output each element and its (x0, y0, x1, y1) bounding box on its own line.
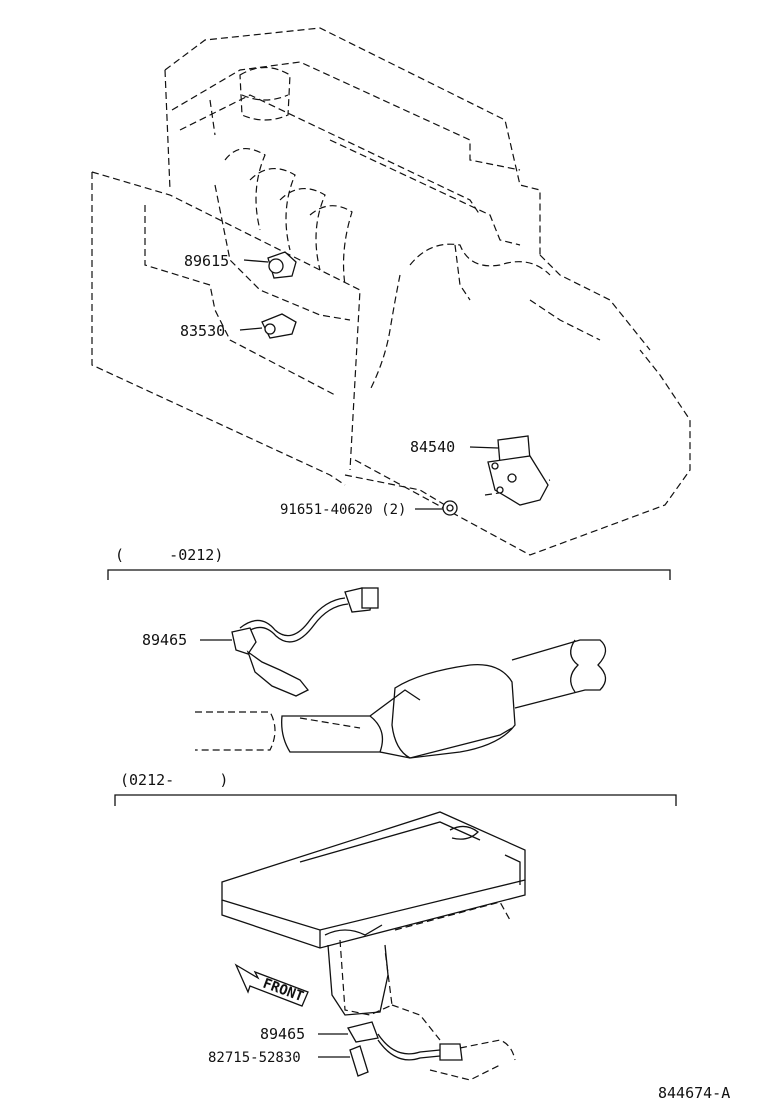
figure-id: 844674-A (658, 1084, 730, 1102)
front-arrow-icon: FRONT (234, 963, 309, 1007)
switch-83530-drawing (261, 313, 297, 339)
section-divider-1 (107, 569, 671, 580)
switch-84540-drawing (487, 435, 549, 506)
exhaust-pipe-drawing (195, 587, 607, 759)
front-label: FRONT (261, 976, 306, 1005)
nut-91651-drawing (442, 500, 458, 516)
sensor-89615-drawing (267, 251, 297, 279)
label-part-89465-section1: 89465 (142, 631, 187, 649)
label-part-83530: 83530 (180, 322, 225, 340)
section-label-from-0212: (0212- ) (120, 771, 228, 789)
label-part-82715: 82715-52830 (208, 1050, 301, 1066)
section-divider-2 (114, 794, 677, 806)
label-part-84540: 84540 (410, 438, 455, 456)
label-part-89615: 89615 (184, 252, 229, 270)
engine-cover-drawing (221, 811, 526, 1081)
label-part-91651: 91651-40620 (2) (280, 502, 406, 518)
section-label-until-0212: ( -0212) (115, 546, 223, 564)
engine-block-drawing (91, 27, 691, 556)
label-part-89465-section2: 89465 (260, 1025, 305, 1043)
